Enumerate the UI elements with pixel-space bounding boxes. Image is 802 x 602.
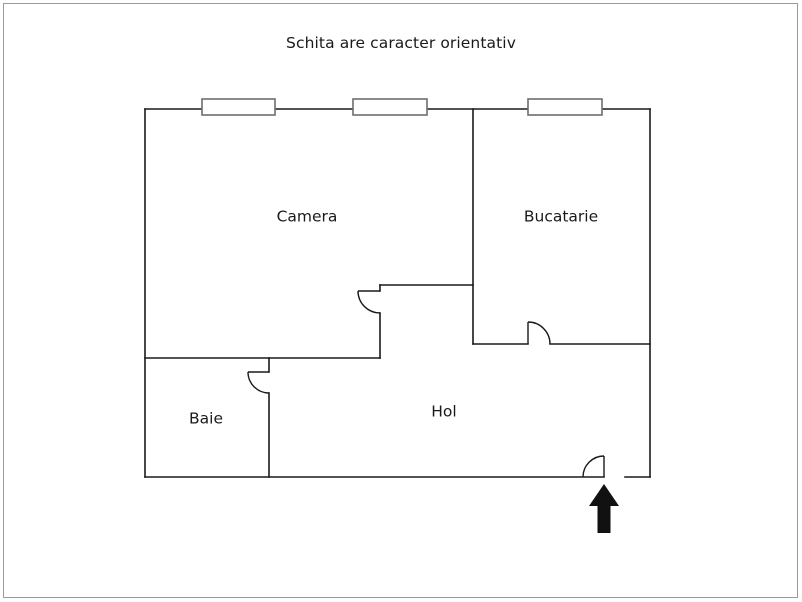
door-entry [582, 455, 605, 478]
entry-arrow [589, 484, 619, 533]
room-label-camera: Camera [277, 208, 338, 226]
door-entry-arc [582, 455, 605, 478]
room-label-bucatarie: Bucatarie [524, 208, 598, 226]
door-baie-hol [247, 371, 270, 394]
windows [201, 98, 603, 116]
window-camera-left [201, 98, 276, 116]
door-baie-hol-arc [247, 371, 270, 394]
door-bucatarie-hol-arc [527, 321, 551, 345]
doors [247, 290, 605, 478]
door-camera-hol [357, 290, 381, 314]
window-camera-right [352, 98, 428, 116]
window-bucatarie [527, 98, 603, 116]
entry-arrow-shape [589, 484, 619, 533]
door-camera-hol-arc [357, 290, 381, 314]
room-labels: Camera Bucatarie Baie Hol [189, 208, 598, 428]
room-label-hol: Hol [431, 403, 456, 421]
door-bucatarie-hol [527, 321, 551, 345]
room-label-baie: Baie [189, 410, 223, 428]
page-title: Schita are caracter orientativ [286, 34, 516, 52]
